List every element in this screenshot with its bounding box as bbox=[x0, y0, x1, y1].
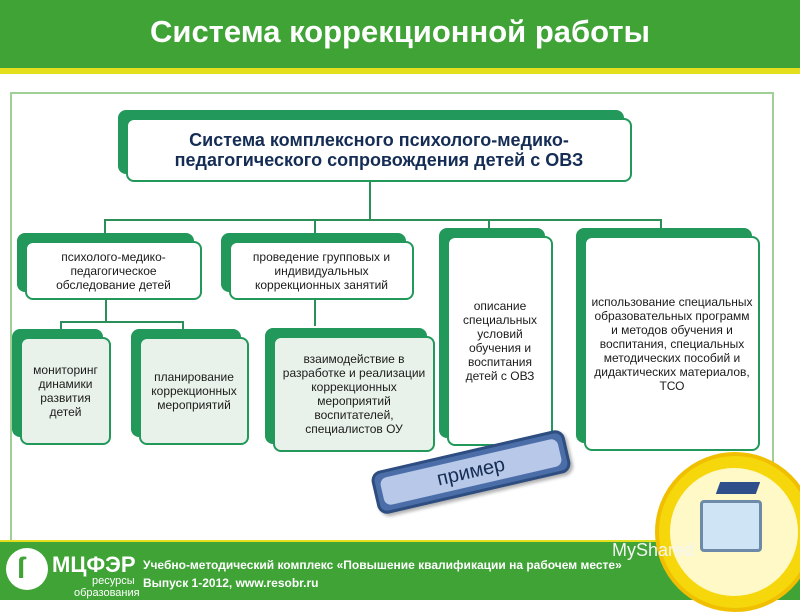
connector-monitoring bbox=[60, 321, 62, 329]
programs-node: использование специальных образовательны… bbox=[576, 228, 760, 451]
watermark: MyShared bbox=[612, 540, 695, 560]
connector-planning bbox=[182, 321, 184, 329]
monitoring-node: мониторинг динамики развития детей bbox=[12, 329, 111, 445]
connector-level1-bus bbox=[104, 219, 662, 221]
root-node-box: Система комплексного психолого-медико-пе… bbox=[126, 118, 632, 182]
logo-subtitle-2: образования bbox=[74, 587, 140, 599]
interaction-node: взаимодействие в разработке и реализации… bbox=[265, 328, 435, 452]
root-node-label: Система комплексного психолого-медико-пе… bbox=[174, 130, 584, 170]
logo-subtitle-1: ресурсы bbox=[92, 575, 135, 587]
connector-group bbox=[314, 219, 316, 233]
exam-node: психолого-медико-педагогическое обследов… bbox=[17, 233, 202, 300]
conditions-node: описание специальных условий обучения и … bbox=[439, 228, 553, 446]
monitoring-node-label: мониторинг динамики развития детей bbox=[33, 363, 98, 419]
graduation-cap-icon bbox=[715, 482, 761, 494]
group-node-box: проведение групповых и индивидуальных ко… bbox=[229, 241, 414, 300]
logo-circle-icon bbox=[6, 548, 48, 590]
planning-node-box: планирование коррекционных мероприятий bbox=[139, 337, 249, 445]
conditions-node-label: описание специальных условий обучения и … bbox=[463, 299, 537, 383]
connector-exam bbox=[104, 219, 106, 233]
exam-node-box: психолого-медико-педагогическое обследов… bbox=[25, 241, 202, 300]
page-title: Система коррекционной работы bbox=[150, 14, 650, 49]
footer-course-title: Учебно-методический комплекс «Повышение … bbox=[143, 558, 622, 572]
planning-node-label: планирование коррекционных мероприятий bbox=[151, 370, 237, 412]
interaction-node-label: взаимодействие в разработке и реализации… bbox=[282, 352, 426, 436]
interaction-node-box: взаимодействие в разработке и реализации… bbox=[273, 336, 435, 452]
connector-programs bbox=[660, 219, 662, 229]
connector-exam-down bbox=[105, 300, 107, 322]
monitoring-node-box: мониторинг динамики развития детей bbox=[20, 337, 111, 445]
computer-mascot-icon bbox=[700, 500, 762, 552]
programs-node-box: использование специальных образовательны… bbox=[584, 236, 760, 451]
root-node: Система комплексного психолого-медико-пе… bbox=[118, 110, 632, 182]
footer-issue: Выпуск 1-2012, www.resobr.ru bbox=[143, 576, 319, 590]
header-stripe bbox=[0, 68, 800, 74]
connector-conditions bbox=[488, 219, 490, 229]
connector-root-down bbox=[369, 182, 371, 220]
planning-node: планирование коррекционных мероприятий bbox=[131, 329, 249, 445]
logo-mark-icon: ſ bbox=[17, 552, 26, 585]
programs-node-label: использование специальных образовательны… bbox=[591, 294, 753, 393]
header-bar bbox=[0, 0, 800, 68]
group-node: проведение групповых и индивидуальных ко… bbox=[221, 233, 414, 300]
connector-group-down bbox=[314, 300, 316, 326]
exam-node-label: психолого-медико-педагогическое обследов… bbox=[56, 249, 171, 292]
conditions-node-box: описание специальных условий обучения и … bbox=[447, 236, 553, 446]
logo-text: МЦФЭР bbox=[52, 552, 136, 577]
group-node-label: проведение групповых и индивидуальных ко… bbox=[252, 249, 391, 292]
connector-exam-bus bbox=[60, 321, 184, 323]
